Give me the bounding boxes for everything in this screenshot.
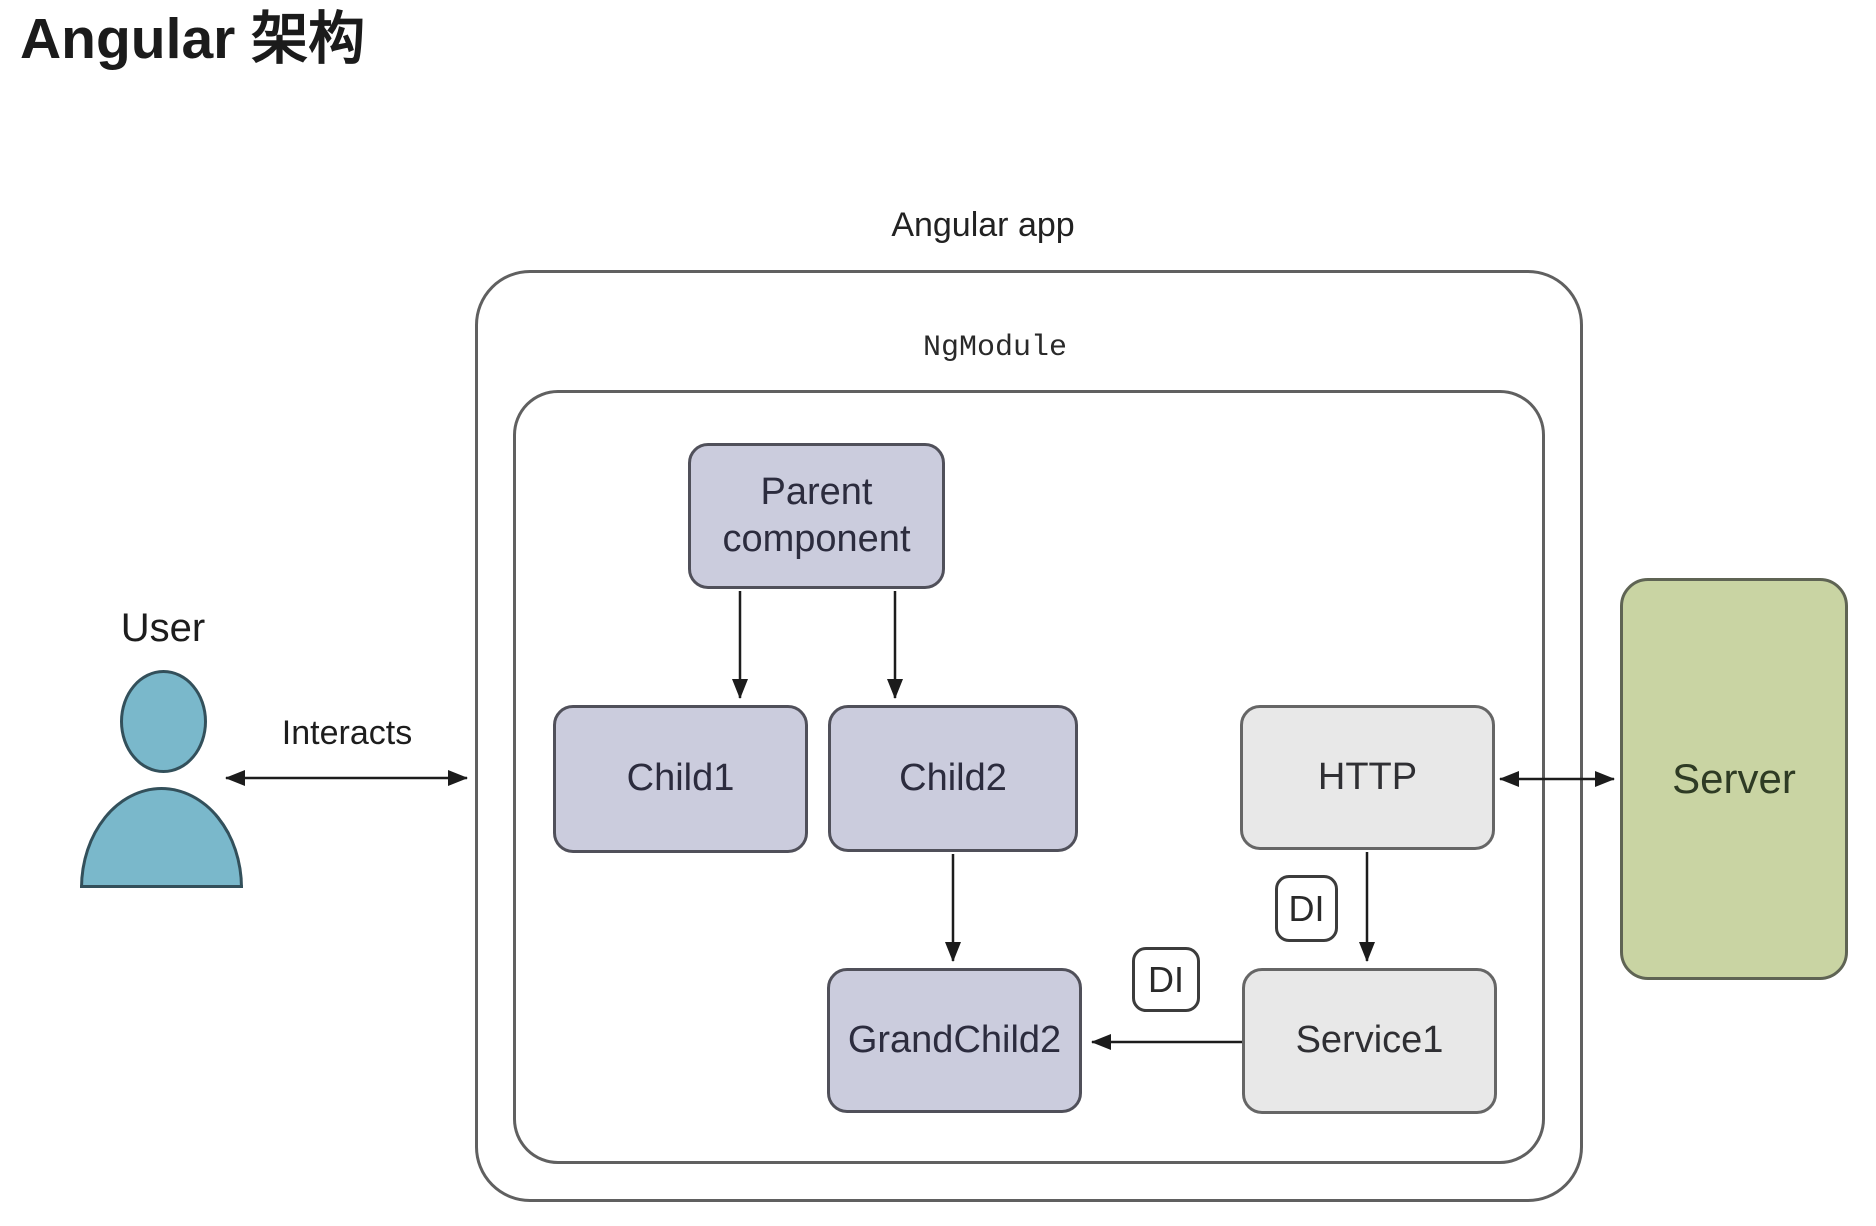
user-head-icon xyxy=(120,670,207,773)
node-http: HTTP xyxy=(1240,705,1495,850)
angular-app-label: Angular app xyxy=(891,206,1075,244)
node-parent-component: Parent component xyxy=(688,443,945,589)
interacts-label: Interacts xyxy=(281,714,413,752)
user-body-icon xyxy=(80,787,243,888)
di-badge-http-service: DI xyxy=(1275,875,1338,942)
user-label: User xyxy=(120,606,206,650)
di-badge-service-grandchild: DI xyxy=(1132,947,1200,1012)
node-grandchild2: GrandChild2 xyxy=(827,968,1082,1113)
node-child2: Child2 xyxy=(828,705,1078,852)
ngmodule-label: NgModule xyxy=(922,331,1068,365)
node-server: Server xyxy=(1620,578,1848,980)
node-service1: Service1 xyxy=(1242,968,1497,1114)
node-child1: Child1 xyxy=(553,705,808,853)
page-title: Angular 架构 xyxy=(20,7,366,71)
angular-app-container xyxy=(475,270,1583,1202)
